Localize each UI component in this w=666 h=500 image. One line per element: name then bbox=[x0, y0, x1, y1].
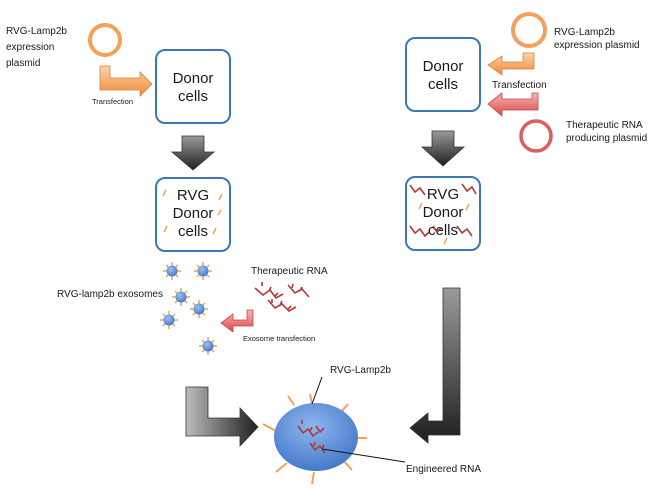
right-down-arrow-2 bbox=[409, 287, 461, 444]
exosome-transfection-arrow bbox=[220, 309, 254, 333]
exosome bbox=[160, 311, 178, 329]
therapeutic-rna-strands bbox=[254, 282, 310, 312]
engineered-exosome bbox=[262, 393, 367, 485]
left-donor-box-line2: cells bbox=[178, 88, 208, 105]
rvg-label-pointer bbox=[311, 376, 323, 405]
right-plasmid-label-2: expression plasmid bbox=[554, 40, 640, 51]
therapeutic-plasmid-label-1: Therapeutic RNA bbox=[566, 120, 643, 131]
left-transfection-label: Transfection bbox=[92, 97, 133, 106]
exosomes-label: RVG-lamp2b exosomes bbox=[57, 289, 163, 300]
left-donor-box-line1: Donor bbox=[173, 70, 214, 87]
exosome bbox=[190, 300, 208, 318]
right-rvg-box-line1: RVG bbox=[427, 186, 459, 203]
right-donor-box-line2: cells bbox=[428, 76, 458, 93]
right-donor-cells-box bbox=[405, 37, 481, 112]
left-rvg-donor-box bbox=[155, 177, 231, 252]
engineered-rna-pointer bbox=[321, 448, 406, 463]
right-rvg-markers bbox=[418, 202, 470, 245]
right-orange-arrow bbox=[487, 52, 535, 76]
right-rvg-box-line3: cells bbox=[428, 222, 458, 239]
left-plasmid-icon bbox=[88, 23, 122, 57]
left-rvg-markers bbox=[162, 189, 223, 235]
left-down-arrow-2 bbox=[185, 386, 259, 448]
left-plasmid-label-3: plasmid bbox=[6, 58, 40, 69]
left-rvg-box-line3: cells bbox=[178, 223, 208, 240]
right-rvg-rna bbox=[409, 183, 477, 238]
therapeutic-plasmid-label-2: producing plasmid bbox=[566, 133, 647, 144]
therapeutic-plasmid-icon bbox=[519, 119, 553, 153]
right-down-arrow-1 bbox=[420, 130, 466, 167]
left-down-arrow-1 bbox=[170, 135, 216, 171]
right-plasmid-label-1: RVG-Lamp2b bbox=[554, 27, 615, 38]
left-plasmid-label-2: expression bbox=[6, 42, 54, 53]
exosome-transfection-label: Exosome transfection bbox=[243, 334, 315, 343]
exosome bbox=[163, 262, 181, 280]
left-exosome-cluster bbox=[160, 262, 217, 355]
right-plasmid-icon bbox=[511, 12, 547, 48]
right-red-arrow bbox=[487, 92, 539, 117]
therapeutic-rna-label: Therapeutic RNA bbox=[251, 266, 328, 277]
left-rvg-box-line1: RVG bbox=[177, 187, 209, 204]
exosome bbox=[194, 262, 212, 280]
left-transfection-arrow bbox=[99, 65, 153, 97]
left-donor-cells-box bbox=[155, 49, 231, 124]
exosome bbox=[199, 337, 217, 355]
right-rvg-box-line2: Donor bbox=[423, 204, 464, 221]
left-rvg-box-line2: Donor bbox=[173, 205, 214, 222]
engineered-rna-label: Engineered RNA bbox=[406, 464, 481, 475]
left-plasmid-label-1: RVG-Lamp2b bbox=[6, 26, 67, 37]
right-transfection-label: Transfection bbox=[492, 80, 547, 91]
final-rvg-label: RVG-Lamp2b bbox=[330, 365, 391, 376]
exosome bbox=[172, 288, 190, 306]
right-donor-box-line1: Donor bbox=[423, 58, 464, 75]
